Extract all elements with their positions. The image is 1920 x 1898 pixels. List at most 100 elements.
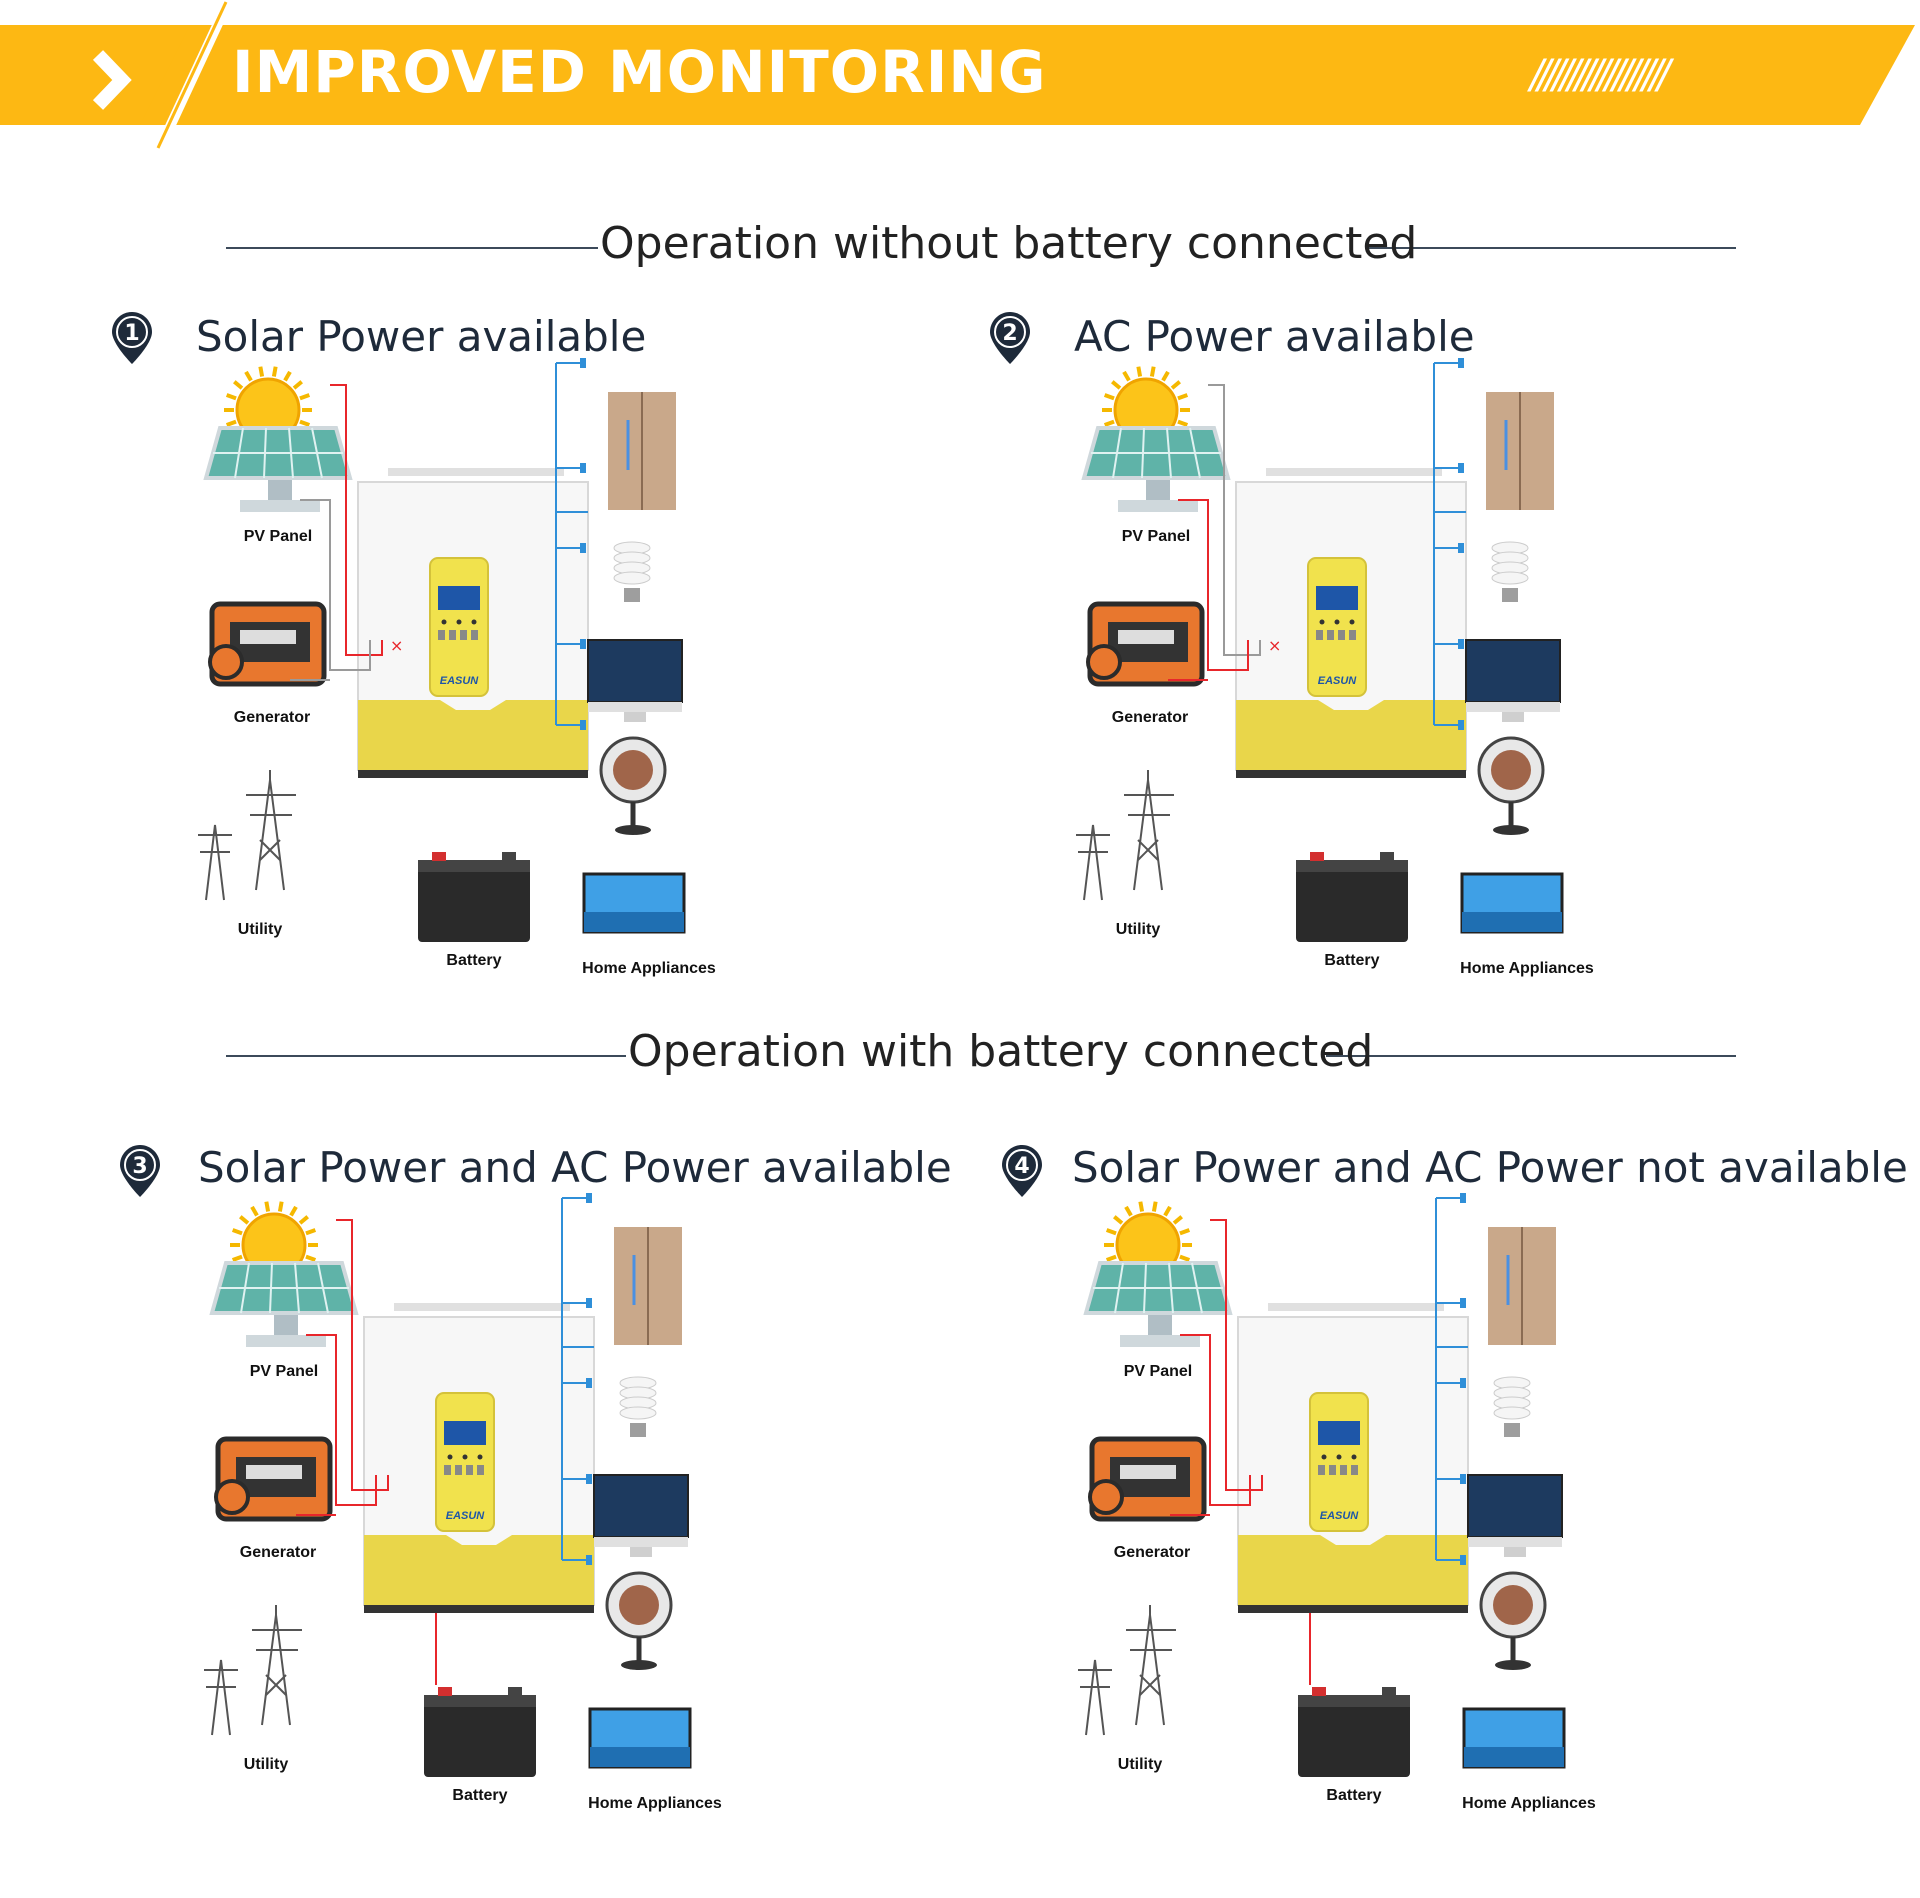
- svg-text:×: ×: [390, 636, 403, 655]
- solar-panel-icon: [1081, 426, 1231, 512]
- scenario-number: 3: [132, 1154, 147, 1179]
- pv-panel-label: PV Panel: [249, 1363, 319, 1380]
- battery-icon: [424, 1687, 536, 1777]
- section-divider-right: [1326, 1055, 1736, 1057]
- tv-icon: [582, 872, 686, 934]
- monitor-icon: [1465, 639, 1561, 722]
- power-tower-icon: [204, 1605, 302, 1736]
- section-divider-left: [226, 1055, 626, 1057]
- sun-icon: [224, 366, 312, 454]
- output-wiring: [561, 1193, 594, 1565]
- input-wiring: ×: [290, 384, 403, 681]
- output-wiring: [555, 358, 588, 730]
- number-pin-icon: 1: [112, 312, 152, 364]
- light-bulb-icon: [613, 541, 651, 602]
- inverter-unit: EASUN: [1235, 468, 1467, 778]
- scenario-number: 4: [1014, 1154, 1029, 1179]
- generator-label: Generator: [239, 1544, 317, 1561]
- generator-label: Generator: [1113, 1544, 1191, 1561]
- generator-icon: [1086, 601, 1205, 687]
- solar-panel-icon: [209, 1261, 359, 1347]
- pv-panel-label: PV Panel: [1123, 1363, 1193, 1380]
- number-pin-icon: 2: [990, 312, 1030, 364]
- battery-icon: [1298, 1687, 1410, 1777]
- inverter-unit: EASUN: [357, 468, 589, 778]
- home-appliances-label: Home Appliances: [588, 1795, 722, 1812]
- fan-icon: [1479, 1571, 1547, 1670]
- inverter-unit: EASUN: [363, 1303, 595, 1613]
- monitor-icon: [1467, 1474, 1563, 1557]
- brand-logo: EASUN: [440, 675, 480, 687]
- solar-panel-icon: [1083, 1261, 1233, 1347]
- output-wiring: [1435, 1193, 1468, 1565]
- utility-label: Utility: [1117, 1756, 1163, 1773]
- utility-label: Utility: [1115, 921, 1161, 938]
- svg-text:×: ×: [1268, 636, 1281, 655]
- tv-icon: [588, 1707, 692, 1769]
- power-tower-icon: [1078, 1605, 1176, 1736]
- battery-label: Battery: [452, 1787, 508, 1804]
- inverter-unit: EASUN: [1237, 1303, 1469, 1613]
- brand-logo: EASUN: [1320, 1510, 1360, 1522]
- banner-decoration: //////////////////: [1530, 52, 1671, 98]
- battery-icon: [418, 852, 530, 942]
- home-appliances-label: Home Appliances: [1462, 1795, 1596, 1812]
- light-bulb-icon: [1491, 541, 1529, 602]
- monitor-icon: [587, 639, 683, 722]
- section-title-no-battery: Operation without battery connected: [600, 218, 1418, 269]
- generator-label: Generator: [233, 709, 311, 726]
- fan-icon: [599, 736, 667, 835]
- pv-panel-label: PV Panel: [1121, 528, 1191, 545]
- home-appliances-label: Home Appliances: [1460, 960, 1594, 977]
- fan-icon: [1477, 736, 1545, 835]
- generator-icon: [208, 601, 327, 687]
- scenario-title: Solar Power and AC Power available: [198, 1143, 952, 1192]
- power-tower-icon: [198, 770, 296, 901]
- generator-label: Generator: [1111, 709, 1189, 726]
- solar-panel-icon: [203, 426, 353, 512]
- power-tower-icon: [1076, 770, 1174, 901]
- tv-icon: [1460, 872, 1564, 934]
- brand-logo: EASUN: [446, 1510, 486, 1522]
- scenario-title: Solar Power and AC Power not available: [1072, 1143, 1908, 1192]
- battery-label: Battery: [1326, 1787, 1382, 1804]
- chevron-right-icon: [92, 50, 132, 110]
- header-banner: IMPROVED MONITORING //////////////////: [0, 0, 1920, 151]
- pv-panel-label: PV Panel: [243, 528, 313, 545]
- home-appliances-label: Home Appliances: [582, 960, 716, 977]
- utility-label: Utility: [237, 921, 283, 938]
- battery-label: Battery: [1324, 952, 1380, 969]
- banner-shape: [0, 0, 1915, 151]
- section-title-with-battery: Operation with battery connected: [628, 1026, 1374, 1077]
- battery-icon: [1296, 852, 1408, 942]
- light-bulb-icon: [1493, 1376, 1531, 1437]
- section-divider-right: [1366, 247, 1736, 249]
- page-title: IMPROVED MONITORING: [232, 38, 1047, 106]
- fridge-icon: [614, 1227, 682, 1345]
- number-pin-icon: 3: [120, 1145, 160, 1197]
- scenario-number: 2: [1002, 321, 1017, 346]
- fridge-icon: [1486, 392, 1554, 510]
- output-wiring: [1433, 358, 1466, 730]
- battery-label: Battery: [446, 952, 502, 969]
- brand-logo: EASUN: [1318, 675, 1358, 687]
- scenario-title: Solar Power available: [196, 312, 647, 361]
- section-divider-left: [226, 247, 598, 249]
- scenario-title: AC Power available: [1074, 312, 1475, 361]
- input-wiring: [296, 1219, 437, 1685]
- input-wiring: ×: [1168, 384, 1281, 681]
- sun-icon: [1102, 366, 1190, 454]
- fan-icon: [605, 1571, 673, 1670]
- generator-icon: [214, 1436, 333, 1522]
- tv-icon: [1462, 1707, 1566, 1769]
- light-bulb-icon: [619, 1376, 657, 1437]
- monitor-icon: [593, 1474, 689, 1557]
- fridge-icon: [608, 392, 676, 510]
- scenario-number: 1: [124, 321, 139, 346]
- fridge-icon: [1488, 1227, 1556, 1345]
- generator-icon: [1088, 1436, 1207, 1522]
